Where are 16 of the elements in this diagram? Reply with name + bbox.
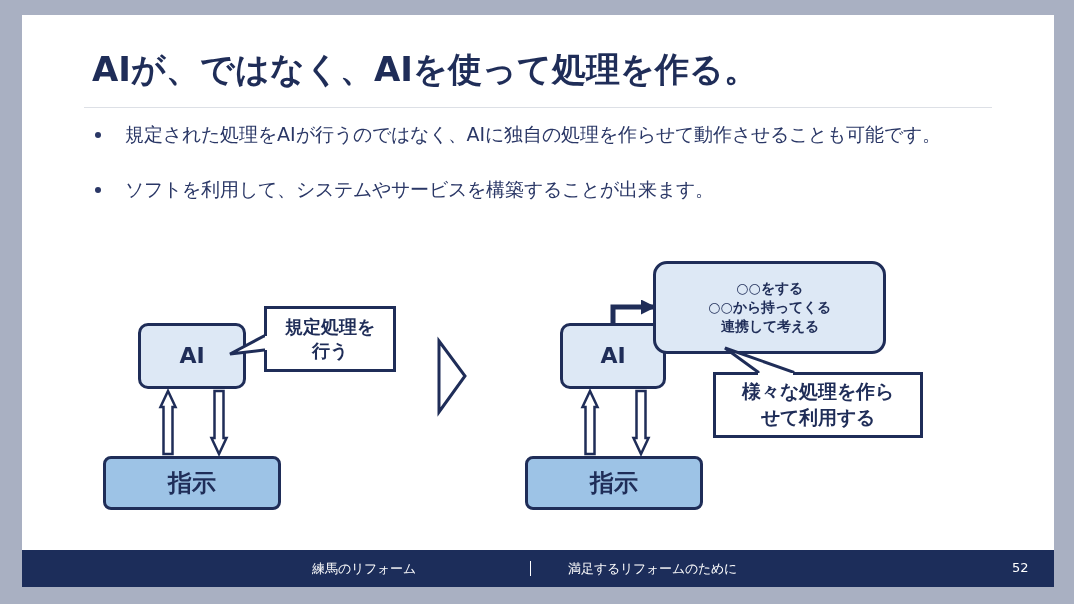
ai-box: AI <box>138 323 246 389</box>
hollow-arrow <box>580 388 600 456</box>
slide-title: AIが、ではなく、AIを使って処理を作る。 <box>92 48 758 91</box>
footer-text: 満足するリフォームのために <box>568 560 737 578</box>
bullet-text: 規定された処理をAIが行うのではなく、AIに独自の処理を作らせて動作させることも可能です。 <box>125 122 943 147</box>
hollow-arrow <box>209 389 229 457</box>
footer-text: 練馬のリフォーム <box>312 560 416 578</box>
bullet-text: ソフトを利用して、システムやサービスを構築することが出来ます。 <box>125 177 715 202</box>
speech-bubble: ○○をする ○○から持ってくる 連携して考える <box>653 261 886 354</box>
instruction-box: 指示 <box>103 456 281 510</box>
hollow-arrow <box>631 389 651 457</box>
hollow-arrow <box>158 388 178 456</box>
ai-box: AI <box>560 323 666 389</box>
instruction-box: 指示 <box>525 456 703 510</box>
speech-bubble: 規定処理を行う <box>264 306 396 372</box>
page-number: 52 <box>1012 560 1029 575</box>
